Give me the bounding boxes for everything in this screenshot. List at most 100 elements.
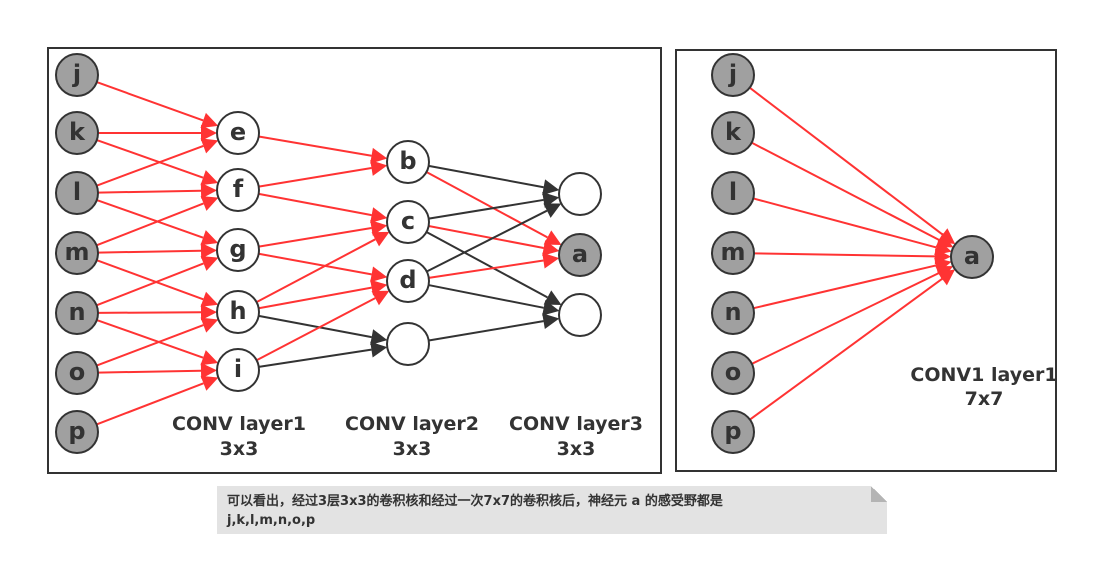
edge-line	[96, 324, 204, 367]
edge-line	[749, 278, 943, 421]
node-circle	[55, 53, 99, 97]
arrowhead-icon	[371, 290, 390, 306]
edge-line	[258, 314, 372, 339]
input-node-j: j	[55, 53, 99, 97]
edge-line	[428, 198, 544, 220]
edge-line	[258, 167, 372, 188]
edge-line	[258, 192, 372, 217]
node-circle	[216, 290, 260, 334]
node-circle	[711, 111, 755, 155]
edge-o-i	[97, 362, 218, 379]
edge-l1-4-l2-2	[256, 290, 390, 362]
layer1-title: CONV layer1	[172, 413, 306, 435]
node-circle	[55, 231, 99, 275]
edge-line	[428, 259, 544, 279]
edge-line	[258, 348, 372, 368]
layer2-node-blank-3	[386, 322, 430, 366]
node-label: l	[729, 178, 737, 206]
edge-right-p-a	[749, 269, 956, 421]
edge-l1-4-l2-3	[258, 341, 388, 368]
node-circle	[55, 171, 99, 215]
node-circle	[216, 111, 260, 155]
node-circle	[711, 291, 755, 335]
conv1-title: CONV1 layer1	[910, 364, 1057, 386]
layer2-node-c: c	[386, 200, 430, 244]
node-circle	[711, 231, 755, 275]
layer1-node-f: f	[216, 168, 260, 212]
layer3-node-a: a	[558, 233, 602, 277]
arrowhead-icon	[542, 240, 560, 256]
arrowhead-icon	[370, 147, 388, 164]
layer2-title: CONV layer2	[345, 413, 479, 435]
node-label: n	[724, 298, 741, 326]
arrowhead-icon	[200, 304, 218, 321]
edge-l1-3-l2-1	[256, 231, 390, 304]
edge-n-h	[97, 304, 218, 321]
layer1-node-i: i	[216, 348, 260, 392]
arrowhead-icon	[200, 170, 219, 186]
right-input-node-n: n	[711, 291, 755, 335]
arrowhead-icon	[200, 182, 218, 199]
edge-line	[97, 311, 202, 314]
edge-line	[751, 272, 940, 365]
edge-n-i	[96, 319, 219, 366]
arrowhead-icon	[200, 362, 218, 379]
arrowhead-icon	[370, 266, 388, 283]
arrowhead-icon	[370, 160, 388, 176]
node-label: b	[399, 147, 416, 175]
node-circle	[55, 351, 99, 395]
edge-l2-1-l3-1	[428, 224, 560, 256]
right-input-node-o: o	[711, 351, 755, 395]
edge-l1-0-l2-0	[258, 135, 388, 164]
layer2-node-d: d	[386, 259, 430, 303]
node-label: o	[69, 358, 86, 386]
layer1-node-g: g	[216, 228, 260, 272]
edge-l1-1-l2-0	[258, 160, 388, 188]
arrowhead-icon	[370, 207, 388, 224]
note-line-1: 可以看出，经过3层3x3的卷积核和经过一次7x7的卷积核后，神经元 a 的感受野…	[227, 494, 723, 509]
edge-line	[258, 135, 372, 157]
node-circle	[711, 53, 755, 97]
edge-line	[426, 209, 548, 273]
node-circle	[558, 293, 602, 337]
edge-line	[428, 224, 544, 250]
edge-line	[256, 238, 376, 304]
edge-line	[96, 319, 204, 359]
edge-line	[96, 262, 204, 307]
edge-l1-3-l2-3	[258, 314, 388, 346]
layer3-title: CONV layer3	[509, 413, 643, 435]
node-circle	[558, 172, 602, 216]
input-node-n: n	[55, 291, 99, 335]
node-circle	[55, 410, 99, 454]
right-output-node-a: a	[950, 235, 994, 279]
arrowhead-icon	[200, 242, 218, 259]
edge-n-g	[96, 256, 219, 307]
node-circle	[216, 348, 260, 392]
edge-m-g	[97, 242, 218, 259]
node-label: o	[725, 358, 742, 386]
arrowhead-icon	[201, 125, 217, 141]
edge-line	[258, 227, 372, 248]
conv1-kernel: 7x7	[965, 388, 1004, 410]
node-circle	[386, 140, 430, 184]
arrowhead-icon	[370, 220, 388, 236]
layer1-node-h: h	[216, 290, 260, 334]
node-label: m	[720, 238, 745, 266]
layer2-kernel: 3x3	[393, 438, 432, 460]
edge-line	[428, 284, 544, 309]
edge-m-h	[96, 259, 219, 307]
arrowhead-icon	[937, 269, 956, 286]
node-label: p	[724, 417, 741, 445]
layer3-node-blank-0	[558, 172, 602, 216]
edge-line	[425, 171, 548, 239]
edge-k-f	[96, 139, 219, 186]
input-node-k: k	[55, 111, 99, 155]
edge-k-e	[98, 125, 217, 141]
edge-l2-2-l3-1	[428, 252, 560, 279]
node-label: h	[229, 297, 246, 325]
edge-l1-2-l2-1	[258, 220, 388, 248]
node-label: j	[72, 60, 81, 88]
node-label: a	[572, 240, 588, 268]
